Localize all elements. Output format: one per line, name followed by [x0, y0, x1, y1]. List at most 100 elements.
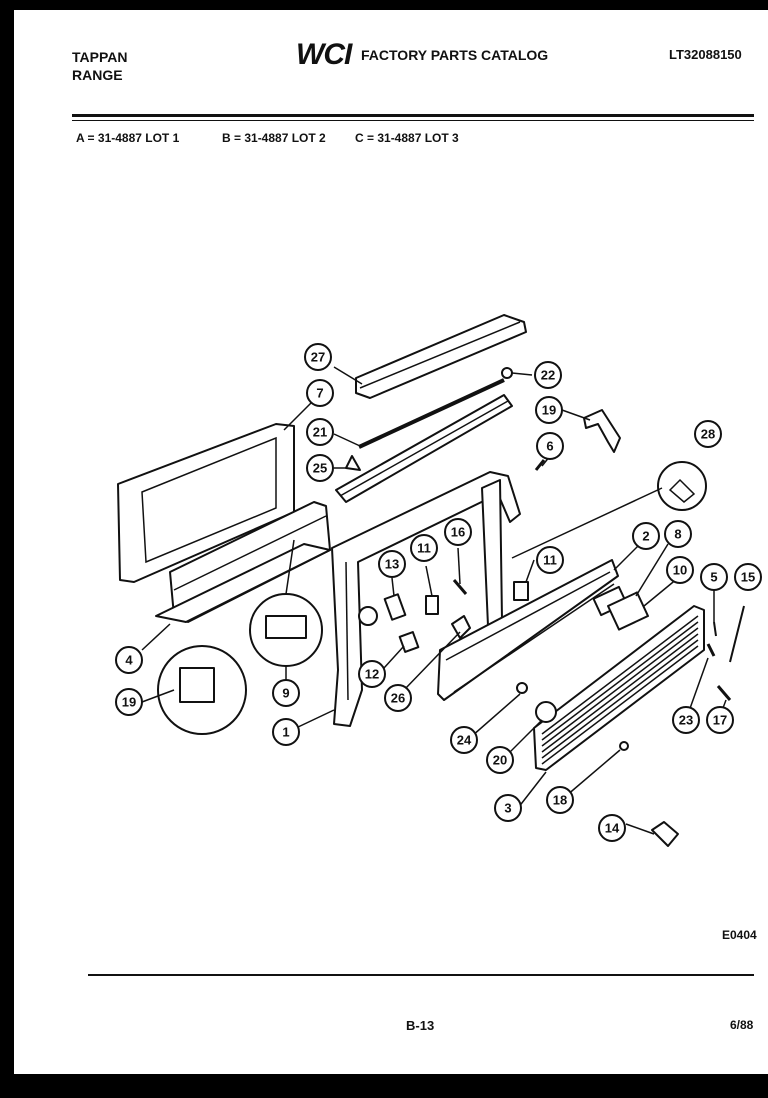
part-knob-26: [451, 615, 471, 639]
svg-text:3: 3: [504, 801, 511, 816]
part-pin-16: [452, 579, 468, 595]
wci-logo: WCI: [296, 38, 352, 71]
diagram-code: E0404: [722, 928, 757, 942]
callout-13: 13: [378, 550, 406, 578]
page-number: B-13: [406, 1018, 435, 1033]
svg-text:9: 9: [282, 686, 289, 701]
svg-text:12: 12: [365, 667, 379, 682]
svg-text:23: 23: [679, 713, 693, 728]
callout-26: 26: [384, 684, 412, 712]
svg-text:26: 26: [391, 691, 405, 706]
svg-text:18: 18: [553, 793, 567, 808]
svg-text:2: 2: [642, 529, 649, 544]
callout-11-left: 11: [410, 534, 438, 562]
part-nut-18: [619, 741, 629, 751]
lot-b: B = 31-4887 LOT 2: [222, 131, 326, 145]
part-screw: [534, 459, 546, 471]
callout-25: 25: [306, 454, 334, 482]
brand-name: TAPPAN: [72, 49, 128, 65]
part-washer-24: [516, 682, 528, 694]
catalog-sheet: TAPPAN RANGE WCI FACTORY PARTS CATALOG L…: [14, 10, 768, 1074]
svg-text:19: 19: [122, 695, 136, 710]
footer-rule: [88, 974, 754, 976]
svg-text:27: 27: [311, 350, 325, 365]
svg-text:4: 4: [125, 653, 133, 668]
header-rule-thick: [72, 114, 754, 117]
callout-6: 6: [536, 432, 564, 460]
catalog-title: FACTORY PARTS CATALOG: [361, 47, 549, 63]
svg-text:5: 5: [710, 570, 717, 585]
svg-text:1: 1: [282, 725, 289, 740]
part-clip: [345, 455, 361, 471]
part-clip-23: [706, 643, 716, 657]
svg-text:10: 10: [673, 563, 687, 578]
part-spring-5: [713, 621, 717, 637]
svg-text:13: 13: [385, 557, 399, 572]
svg-text:24: 24: [457, 733, 472, 748]
part-grommet: [358, 606, 378, 626]
callout-10: 10: [666, 556, 694, 584]
callout-20: 20: [486, 746, 514, 774]
callout-11-right: 11: [536, 546, 564, 574]
part-rod: [358, 378, 505, 449]
part-switch-12: [398, 631, 420, 653]
callout-27: 27: [304, 343, 332, 371]
callout-24: 24: [450, 726, 478, 754]
svg-text:6: 6: [546, 439, 553, 454]
svg-text:21: 21: [313, 425, 327, 440]
callout-17: 17: [706, 706, 734, 734]
part-bracket: [583, 409, 621, 453]
part-clock-10: [607, 591, 649, 631]
callout-19-left: 19: [115, 688, 143, 716]
part-rod-15: [729, 605, 745, 663]
callout-28: 28: [694, 420, 722, 448]
header-rule-thin: [72, 120, 754, 121]
callout-9: 9: [272, 679, 300, 707]
callout-15: 15: [734, 563, 762, 591]
callout-8: 8: [664, 520, 692, 548]
callout-3: 3: [494, 794, 522, 822]
callout-16: 16: [444, 518, 472, 546]
callout-4: 4: [115, 646, 143, 674]
part-ring: [501, 367, 513, 379]
part-knob-14: [651, 821, 679, 847]
callout-5: 5: [700, 563, 728, 591]
svg-text:19: 19: [542, 403, 556, 418]
svg-text:28: 28: [701, 427, 715, 442]
revision-date: 6/88: [730, 1018, 754, 1032]
part-front-trim-bar: [437, 559, 619, 701]
part-top-trim: [355, 314, 527, 399]
svg-text:25: 25: [313, 461, 327, 476]
callout-23: 23: [672, 706, 700, 734]
svg-text:16: 16: [451, 525, 465, 540]
svg-text:22: 22: [541, 368, 555, 383]
product-type: RANGE: [72, 67, 123, 83]
callout-22: 22: [534, 361, 562, 389]
callout-2: 2: [632, 522, 660, 550]
brand-block: TAPPAN RANGE: [72, 48, 127, 84]
leader-lines: [141, 366, 727, 835]
part-switch-11a: [425, 595, 439, 615]
model-number: LT32088150: [669, 47, 742, 62]
svg-text:11: 11: [417, 541, 431, 556]
lot-a: A = 31-4887 LOT 1: [76, 131, 180, 145]
lot-c: C = 31-4887 LOT 3: [355, 131, 459, 145]
callout-1: 1: [272, 718, 300, 746]
svg-text:8: 8: [674, 527, 681, 542]
svg-text:14: 14: [605, 821, 620, 836]
callout-14: 14: [598, 814, 626, 842]
svg-text:11: 11: [543, 553, 557, 568]
svg-text:20: 20: [493, 753, 507, 768]
callout-12: 12: [358, 660, 386, 688]
part-switch-11b: [513, 581, 529, 601]
callout-21: 21: [306, 418, 334, 446]
part-dial-20: [535, 701, 557, 723]
callout-19-top: 19: [535, 396, 563, 424]
callout-18: 18: [546, 786, 574, 814]
svg-text:17: 17: [713, 713, 727, 728]
part-screw-17: [716, 685, 732, 701]
exploded-parts-diagram: 27 7 22 19 21 6 25 28 16 13 11 11 2 8 10…: [115, 314, 762, 847]
part-switch-13: [383, 593, 407, 621]
callout-7: 7: [306, 379, 334, 407]
part-control-frame: [331, 471, 521, 727]
